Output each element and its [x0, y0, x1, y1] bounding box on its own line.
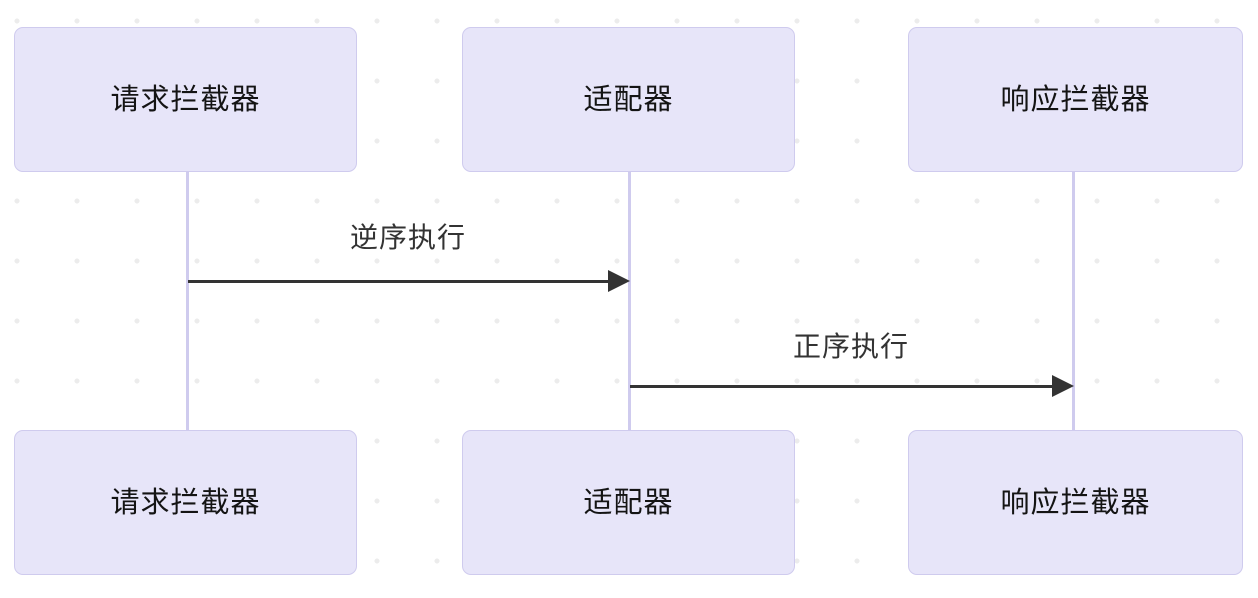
participant-box-top-response-interceptor[interactable]: 响应拦截器 [908, 27, 1243, 172]
message-label-reverse-order: 逆序执行 [349, 221, 467, 254]
participant-label: 请求拦截器 [110, 485, 261, 519]
message-label-forward-order: 正序执行 [792, 330, 910, 363]
message-arrowhead-reverse-order [608, 270, 630, 292]
message-line-forward-order [630, 385, 1052, 388]
message-arrowhead-forward-order [1052, 375, 1074, 397]
participant-label: 响应拦截器 [1000, 82, 1151, 116]
participant-label: 适配器 [583, 82, 674, 116]
lifeline-response-interceptor [1072, 172, 1075, 430]
participant-box-top-request-interceptor[interactable]: 请求拦截器 [14, 27, 357, 172]
lifeline-request-interceptor [186, 172, 189, 430]
participant-label: 适配器 [583, 485, 674, 519]
participant-box-bottom-request-interceptor[interactable]: 请求拦截器 [14, 430, 357, 575]
participant-box-bottom-response-interceptor[interactable]: 响应拦截器 [908, 430, 1243, 575]
message-line-reverse-order [188, 280, 608, 283]
participant-box-top-adapter[interactable]: 适配器 [462, 27, 795, 172]
lifeline-adapter [628, 172, 631, 430]
participant-label: 请求拦截器 [110, 82, 261, 116]
participant-box-bottom-adapter[interactable]: 适配器 [462, 430, 795, 575]
participant-label: 响应拦截器 [1000, 485, 1151, 519]
